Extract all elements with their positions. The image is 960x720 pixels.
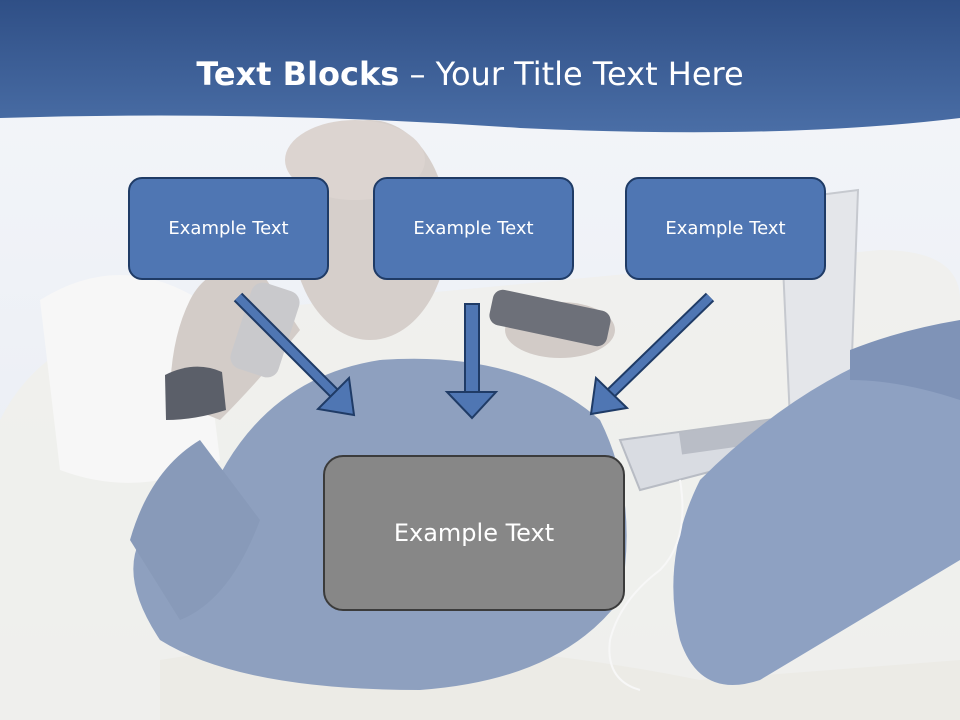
slide-title: Text Blocks – Your Title Text Here (0, 52, 940, 96)
title-separator: – (399, 55, 436, 93)
title-bold-text: Text Blocks (196, 55, 400, 93)
text-block-left[interactable]: Example Text (128, 177, 329, 280)
text-block-main[interactable]: Example Text (323, 455, 625, 611)
text-block-center[interactable]: Example Text (373, 177, 574, 280)
title-rest-text: Your Title Text Here (435, 55, 744, 93)
text-block-right[interactable]: Example Text (625, 177, 826, 280)
